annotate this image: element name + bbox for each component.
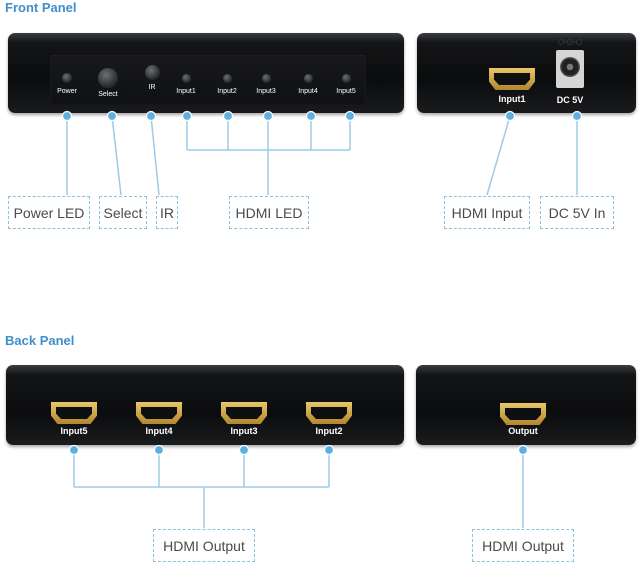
hdmi-input3-port-icon <box>221 402 267 424</box>
input3-led-label: Input3 <box>256 88 276 95</box>
callout-hdmi-output-left: HDMI Output <box>153 529 255 562</box>
back-input4-label: Input4 <box>145 426 173 436</box>
dot-back-input3 <box>238 444 250 456</box>
dot-ir <box>145 110 157 122</box>
dc-polarity-icon <box>557 38 583 46</box>
back-panel-title: Back Panel <box>5 333 75 348</box>
callout-power-led: Power LED <box>8 196 90 229</box>
dot-input5-led <box>344 110 356 122</box>
input4-led-icon <box>304 74 313 83</box>
dot-back-output <box>517 444 529 456</box>
hdmi-input2-port-icon <box>306 402 352 424</box>
input5-led-icon <box>342 74 351 83</box>
hdmi-input1-port-icon <box>489 68 535 90</box>
dc-power-jack-icon <box>556 50 584 88</box>
dot-input2-led <box>222 110 234 122</box>
dot-input3-led <box>262 110 274 122</box>
callout-dc-in: DC 5V In <box>540 196 614 229</box>
dc-5v-label: DC 5V <box>556 95 584 105</box>
dot-back-input2 <box>323 444 335 456</box>
dot-hdmi-input <box>504 110 516 122</box>
select-label: Select <box>98 91 118 98</box>
input3-led-icon <box>262 74 271 83</box>
input2-led-icon <box>223 74 232 83</box>
dot-power <box>61 110 73 122</box>
callout-ir: IR <box>156 196 178 229</box>
callout-select: Select <box>99 196 147 229</box>
hdmi-input5-port-icon <box>51 402 97 424</box>
dot-select <box>106 110 118 122</box>
dot-back-input4 <box>153 444 165 456</box>
dot-back-input5 <box>68 444 80 456</box>
callout-hdmi-input: HDMI Input <box>444 196 530 229</box>
input2-led-label: Input2 <box>217 88 237 95</box>
power-label: Power <box>57 88 77 95</box>
select-button[interactable] <box>98 68 118 88</box>
dot-input1-led <box>181 110 193 122</box>
hdmi-output-port-icon <box>500 403 546 425</box>
ir-receiver-icon <box>145 65 160 80</box>
ir-label: IR <box>148 84 156 91</box>
back-input2-label: Input2 <box>315 426 343 436</box>
input1-led-icon <box>182 74 191 83</box>
input5-led-label: Input5 <box>336 88 356 95</box>
dot-dc-in <box>571 110 583 122</box>
front-panel-title: Front Panel <box>5 0 77 15</box>
input4-led-label: Input4 <box>298 88 318 95</box>
input1-port-label: Input1 <box>498 94 526 104</box>
callout-hdmi-output-right: HDMI Output <box>472 529 574 562</box>
back-input5-label: Input5 <box>60 426 88 436</box>
dot-input4-led <box>305 110 317 122</box>
callout-hdmi-led: HDMI LED <box>229 196 309 229</box>
back-input3-label: Input3 <box>230 426 258 436</box>
hdmi-input4-port-icon <box>136 402 182 424</box>
power-led-icon <box>62 73 72 83</box>
input1-led-label: Input1 <box>176 88 196 95</box>
output-port-label: Output <box>508 426 538 436</box>
